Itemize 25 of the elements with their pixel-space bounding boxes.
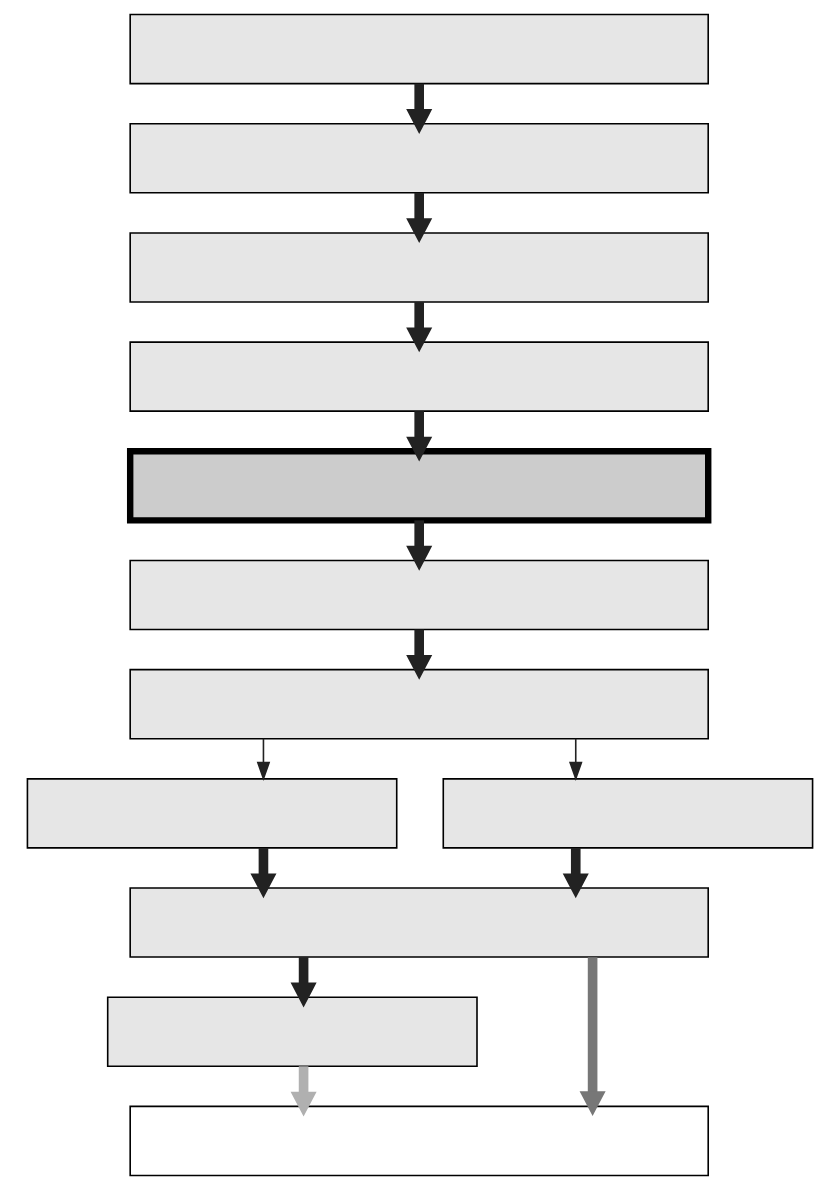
node-box bbox=[129, 668, 709, 740]
node-box bbox=[106, 996, 478, 1068]
arrow bbox=[569, 737, 583, 782]
arrow bbox=[406, 302, 433, 353]
node-box bbox=[129, 559, 709, 631]
arrow bbox=[579, 957, 606, 1117]
arrow bbox=[562, 847, 589, 899]
arrow bbox=[406, 192, 433, 244]
arrow bbox=[406, 629, 433, 680]
node-box bbox=[129, 122, 709, 194]
arrow bbox=[406, 520, 433, 571]
node-box bbox=[26, 778, 398, 849]
arrow bbox=[256, 737, 271, 782]
node-box bbox=[129, 232, 709, 303]
node-box bbox=[129, 341, 709, 412]
arrow bbox=[406, 83, 433, 134]
node-box bbox=[126, 448, 712, 524]
arrow bbox=[250, 847, 277, 899]
node-box bbox=[129, 1105, 709, 1177]
node-box bbox=[129, 13, 709, 85]
arrow bbox=[290, 1066, 317, 1117]
node-box bbox=[129, 887, 709, 958]
node-box bbox=[442, 778, 814, 849]
arrow bbox=[406, 411, 433, 462]
arrow bbox=[290, 957, 317, 1008]
